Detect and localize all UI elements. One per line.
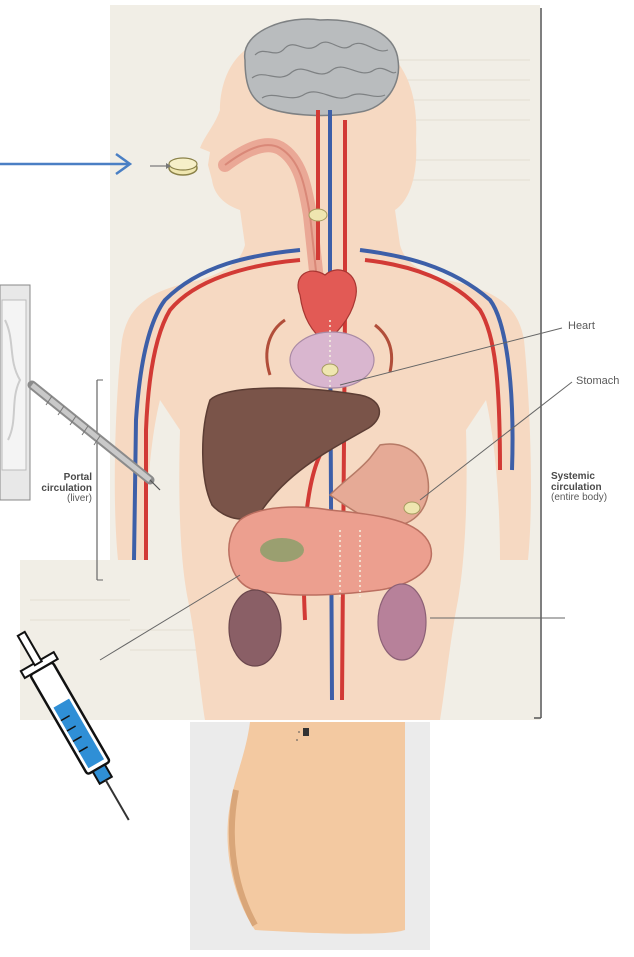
heart-label: Heart — [568, 321, 595, 333]
right-kidney — [378, 584, 426, 660]
left-kidney — [229, 590, 281, 666]
systemic-circulation-label: Systemic circulation (entire body) — [551, 472, 607, 504]
stomach-label: Stomach — [576, 376, 619, 388]
portal-sub: (liver) — [20, 494, 92, 505]
systemic-title: Systemic — [551, 472, 607, 483]
pill-in-stomach — [404, 502, 420, 514]
systemic-sub: (entire body) — [551, 493, 607, 504]
page-background-left — [20, 560, 140, 720]
pill-in-stomach-area — [322, 364, 338, 376]
pill-in-esophagus — [309, 209, 327, 221]
portal-circulation-label: Portal circulation (liver) — [20, 473, 92, 505]
buttock-injection-image — [190, 722, 430, 950]
injection-site-marker — [303, 728, 309, 736]
gallbladder — [260, 538, 304, 562]
iv-bag-icon — [0, 285, 30, 500]
portal-title: Portal — [20, 473, 92, 484]
brain — [245, 19, 399, 115]
